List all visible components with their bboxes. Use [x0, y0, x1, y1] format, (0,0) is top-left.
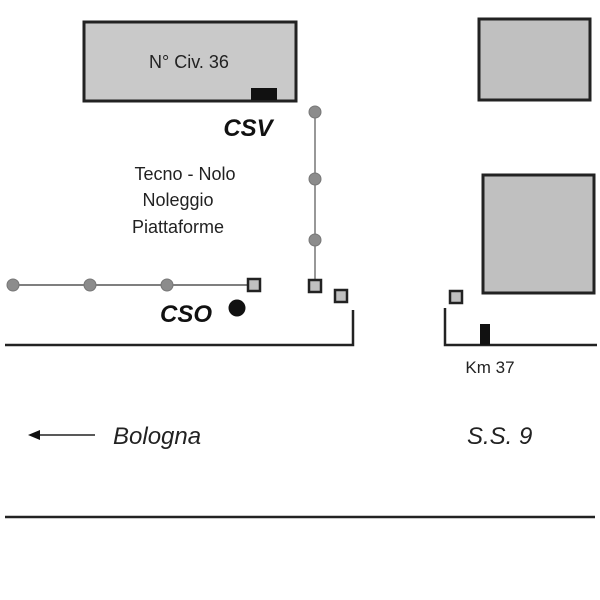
direction-label: Bologna	[113, 423, 201, 450]
cso-label: CSO	[160, 301, 212, 328]
pole-marker	[308, 105, 322, 119]
square-marker	[448, 289, 464, 305]
road-edge-left	[5, 310, 355, 347]
square-marker	[333, 288, 349, 304]
company-line-3: Piattaforme	[132, 217, 224, 237]
pole-marker	[160, 278, 174, 292]
pole-marker	[308, 233, 322, 247]
csv-label: CSV	[223, 115, 274, 142]
road-edge-right	[443, 308, 597, 347]
building-top-right	[477, 17, 592, 102]
cso-dot	[228, 299, 246, 317]
civic-number-label: N° Civ. 36	[149, 52, 229, 72]
building-right	[481, 173, 596, 295]
company-line-1: Tecno - Nolo	[134, 164, 235, 184]
road-label: S.S. 9	[467, 423, 532, 450]
pole-marker	[6, 278, 20, 292]
pole-marker	[83, 278, 97, 292]
km-label: Km 37	[465, 358, 514, 377]
square-marker	[307, 278, 323, 294]
pole-marker	[308, 172, 322, 186]
arrow-head-icon	[28, 430, 40, 440]
square-marker	[246, 277, 262, 293]
km-marker-block	[480, 324, 490, 345]
company-line-2: Noleggio	[142, 190, 213, 210]
entrance-block	[251, 88, 277, 100]
building-civ-36	[82, 20, 298, 103]
